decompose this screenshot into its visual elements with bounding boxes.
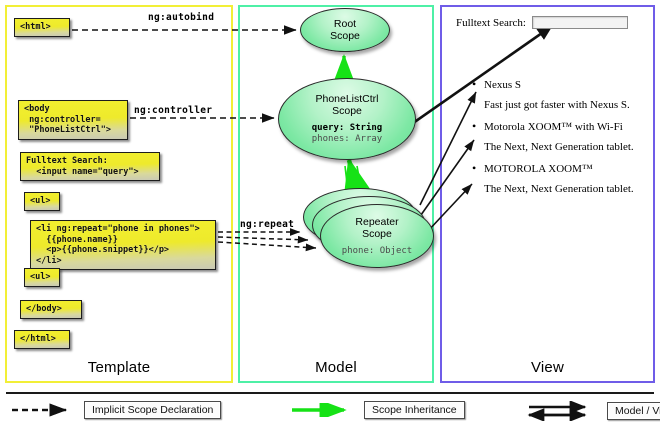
search-input[interactable] (531, 16, 628, 29)
view-search-row: Fulltext Search: (456, 16, 628, 29)
legend-divider (6, 392, 654, 394)
legend-label-binding: Model / View Data-binding (607, 402, 660, 420)
green-arrow-icon (292, 403, 347, 417)
code-box-ul-open: <ul> (24, 192, 60, 211)
panel-model-label: Model (315, 359, 357, 376)
label-ng-repeat: ng:repeat (240, 219, 295, 230)
scope-ctrl-prop-query: query: String (311, 123, 383, 133)
phone-title: Motorola XOOM™ with Wi-Fi (470, 119, 648, 134)
code-box-li-repeat: <li ng:repeat="phone in phones"> {{phone… (30, 220, 216, 270)
code-box-search: Fulltext Search: <input name="query"> (20, 152, 160, 181)
list-item[interactable]: MOTOROLA XOOM™ The Next, Next Generation… (470, 161, 648, 196)
legend-label-inheritance: Scope Inheritance (364, 401, 465, 419)
scope-ctrl-title-1: PhoneListCtrl (315, 93, 379, 105)
scope-root: Root Scope (300, 8, 390, 52)
phone-list: Nexus S Fast just got faster with Nexus … (470, 77, 648, 204)
scope-ctrl-prop-phones: phones: Array (311, 134, 383, 144)
scope-root-title-2: Scope (330, 30, 360, 42)
double-arrow-icon (527, 401, 587, 421)
legend-label-implicit: Implicit Scope Declaration (84, 401, 222, 419)
panel-view-label: View (530, 359, 565, 376)
code-box-body-close: </body> (20, 300, 82, 319)
scope-repeater-prop-phone: phone: Object (341, 245, 413, 256)
scope-ctrl-title-2: Scope (332, 105, 362, 117)
view-content: Fulltext Search: Nexus S Fast just got f… (448, 12, 648, 362)
dashed-arrow-icon (12, 403, 67, 417)
panel-template-label: Template (87, 359, 151, 376)
label-ng-controller: ng:controller (134, 105, 213, 116)
scope-repeater: Repeater Scope phone: Object (320, 204, 434, 268)
scope-root-title-1: Root (333, 18, 357, 30)
list-item[interactable]: Motorola XOOM™ with Wi-Fi The Next, Next… (470, 119, 648, 154)
scope-phonelistctrl: PhoneListCtrl Scope query: String phones… (278, 78, 416, 160)
legend: Implicit Scope Declaration Scope Inherit… (0, 392, 660, 435)
legend-scope-inheritance: Scope Inheritance (290, 401, 465, 419)
list-item[interactable]: Nexus S Fast just got faster with Nexus … (470, 77, 648, 112)
scope-repeater-title-2: Scope (362, 227, 392, 240)
code-box-ul-close: <ul> (24, 268, 60, 287)
code-box-html-close: </html> (14, 330, 70, 349)
view-search-label: Fulltext Search: (456, 16, 526, 29)
legend-model-view-data-binding: Model / View Data-binding (527, 401, 660, 421)
phone-title: MOTOROLA XOOM™ (470, 161, 648, 176)
scope-repeater-title-1: Repeater (355, 215, 399, 228)
phone-title: Nexus S (470, 77, 648, 92)
label-ng-autobind: ng:autobind (148, 12, 215, 23)
code-box-body-open: <body ng:controller= "PhoneListCtrl"> (18, 100, 128, 140)
code-box-html-open: <html> (14, 18, 70, 37)
phone-snippet: The Next, Next Generation tablet. (484, 141, 634, 153)
phone-snippet: The Next, Next Generation tablet. (484, 183, 634, 195)
legend-implicit-scope-declaration: Implicit Scope Declaration (10, 401, 222, 419)
phone-snippet: Fast just got faster with Nexus S. (484, 99, 630, 111)
